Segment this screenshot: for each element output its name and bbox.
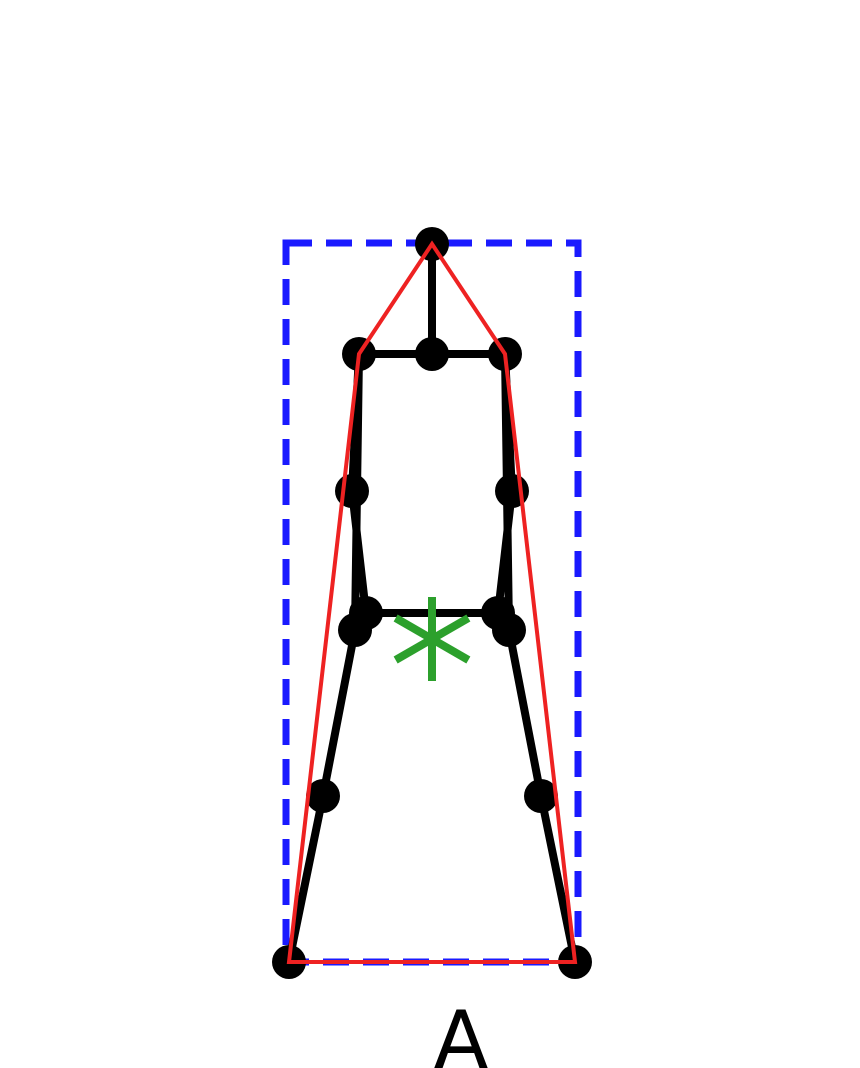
center-of-mass-marker [393,597,471,681]
convex-hull [286,240,578,964]
bone-left-hip-to-left-knee [319,626,359,800]
joint-neck [415,337,449,371]
joint-right-hip [492,613,526,647]
panel-label: A [434,994,489,1068]
center-marker-stroke [393,614,471,664]
bone-right-knee-to-right-ankle [537,792,579,966]
joint-left-hip [338,613,372,647]
bone-right-hip-to-right-knee [505,626,545,800]
joint-left-knee [306,779,340,813]
skeleton-bones-layer [285,240,579,966]
joint-right-knee [524,779,558,813]
convex-hull-layer [286,240,578,964]
bone-left-knee-to-left-ankle [285,792,327,966]
